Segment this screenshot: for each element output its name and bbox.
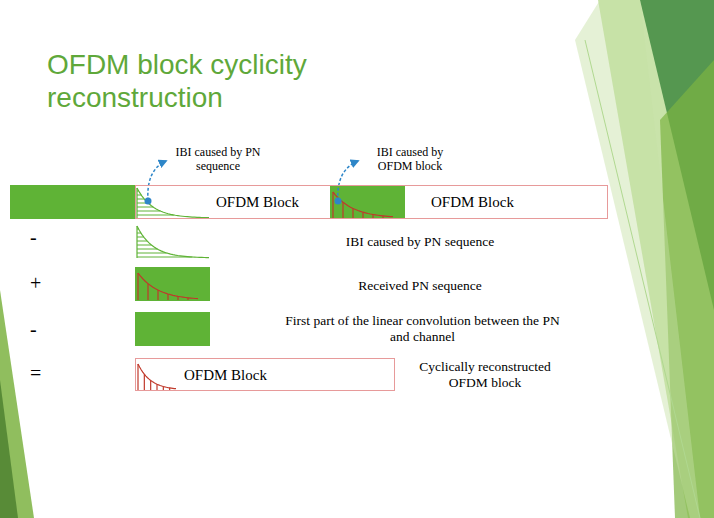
block-label: OFDM Block xyxy=(431,193,514,211)
slide-title: OFDM block cyclicity reconstruction xyxy=(47,48,407,114)
channel-impulse xyxy=(138,273,198,300)
operator-sign: + xyxy=(30,272,50,295)
row-caption: IBI caused by OFDM block xyxy=(360,146,460,174)
channel-impulse xyxy=(138,364,176,390)
block-label: OFDM Block xyxy=(184,366,267,384)
row-caption: IBI caused by PN sequence xyxy=(168,146,268,174)
block-label: OFDM Block xyxy=(216,193,299,211)
operator-sign: - xyxy=(30,318,50,341)
row-caption: First part of the linear convolution bet… xyxy=(285,313,560,344)
row-caption: IBI caused by PN sequence xyxy=(300,234,540,250)
operator-sign: = xyxy=(30,362,50,385)
row-caption: Received PN sequence xyxy=(300,278,540,294)
ibi-hatch xyxy=(137,188,209,218)
ofdm-block-frame: OFDM Block xyxy=(135,358,395,391)
operator-sign: - xyxy=(30,226,50,249)
channel-impulse xyxy=(333,192,393,218)
ibi-hatch xyxy=(137,226,209,258)
ofdm-block-frame: OFDM Block OFDM Block xyxy=(135,185,608,219)
row-caption: Cyclically reconstructed OFDM block xyxy=(405,359,565,390)
